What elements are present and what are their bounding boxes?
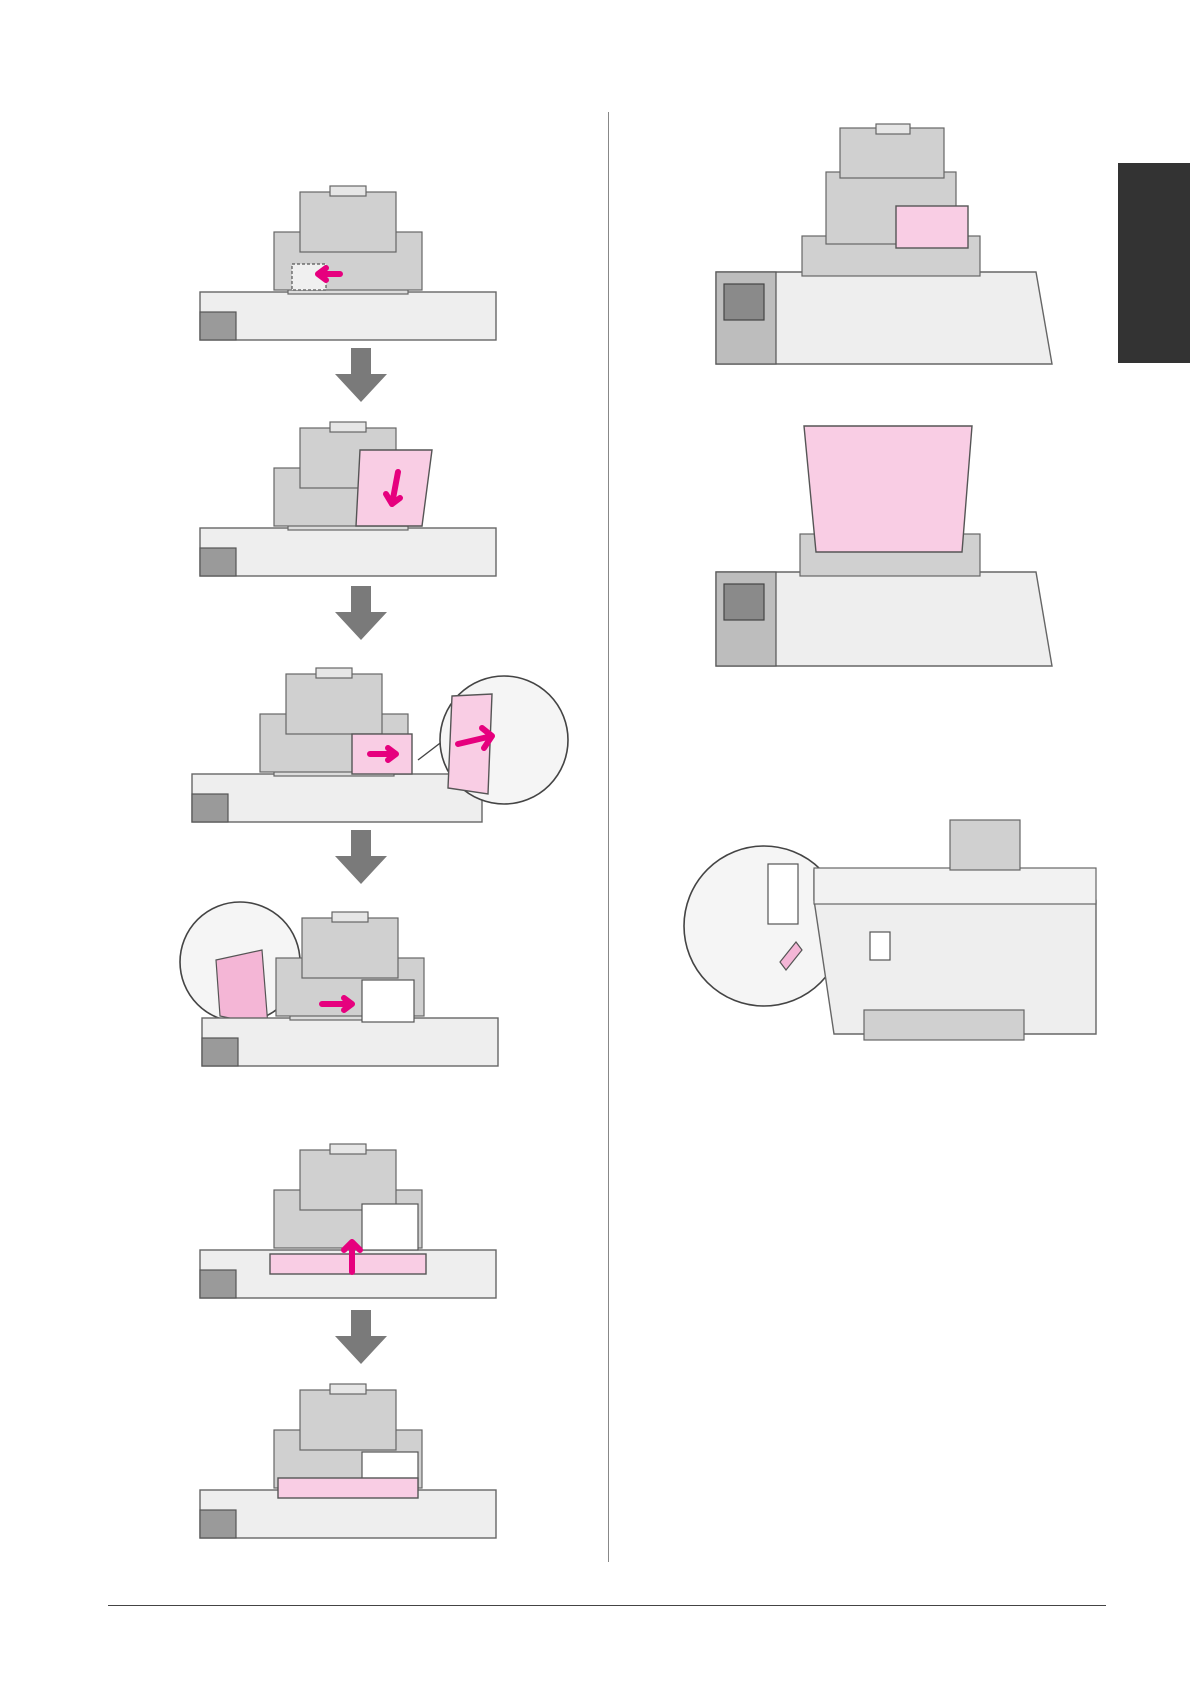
printer-raise-feeder-guard (200, 1142, 496, 1298)
figure-step-1 (200, 184, 496, 340)
printer-front-large-paper (716, 422, 1056, 666)
column-divider (608, 112, 609, 1562)
printer-feeder-guard-closed (200, 1382, 496, 1538)
arrow-down-icon (333, 1310, 389, 1371)
section-tab (1118, 163, 1190, 363)
printer-thickness-lever-zoom (684, 810, 1096, 1042)
arrow-down-icon (333, 586, 389, 647)
figure-step-5 (200, 1142, 496, 1298)
figure-step-9 (684, 810, 1096, 1042)
printer-insert-paper (200, 420, 496, 576)
figure-step-7 (716, 124, 1056, 364)
figure-step-4 (176, 900, 498, 1066)
arrow-down-icon (333, 830, 389, 891)
figure-step-8 (716, 422, 1056, 666)
figure-step-3 (192, 664, 562, 822)
footer-rule (108, 1605, 1106, 1606)
figure-step-2 (200, 420, 496, 576)
printer-rear-view-guide-left (200, 184, 496, 340)
printer-guide-to-paper-with-zoom (192, 664, 562, 822)
printer-front-small-paper (716, 124, 1056, 364)
figure-step-6 (200, 1382, 496, 1538)
printer-edge-guide-lever-zoom (176, 900, 498, 1066)
arrow-down-icon (333, 348, 389, 409)
